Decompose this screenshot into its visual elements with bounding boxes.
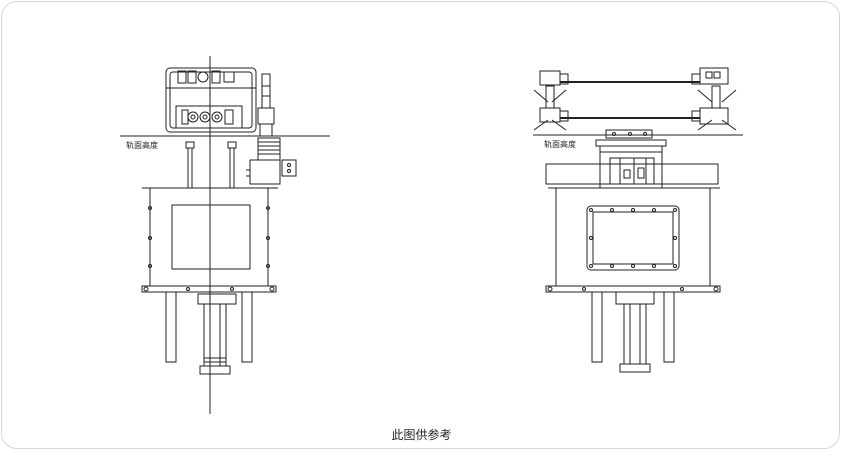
right-top-cap [595, 129, 667, 153]
right-main-box [545, 187, 721, 293]
left-bottom-terminals [181, 109, 234, 125]
left-lower-legs [165, 291, 253, 363]
right-ground-label: 轨面高度 [544, 139, 576, 149]
left-upper-posts [185, 141, 237, 188]
left-main-box [141, 187, 278, 293]
right-crossbeam [545, 151, 719, 189]
figure-caption: 此图供参考 [391, 428, 452, 442]
right-view: 轨面高度 [533, 67, 743, 373]
left-ground-label: 轨面高度 [126, 140, 158, 150]
right-cylinder [615, 291, 655, 373]
left-view: 轨面高度 [120, 56, 330, 414]
left-cylinder [197, 293, 237, 375]
right-rails [533, 67, 737, 131]
right-lower-legs [591, 291, 675, 363]
left-top-terminals [177, 70, 235, 84]
left-insulator-column [246, 73, 297, 185]
left-upper-housing [165, 67, 257, 133]
